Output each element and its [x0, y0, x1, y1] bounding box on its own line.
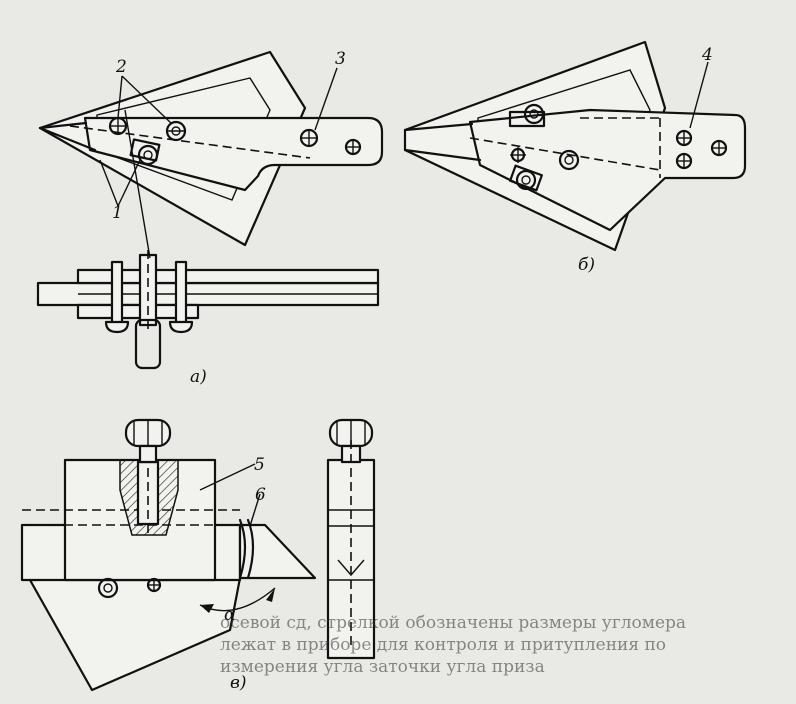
hole-icon — [710, 139, 728, 157]
clamp-screw-icon — [508, 103, 546, 128]
hole-icon — [675, 129, 693, 147]
hole-icon — [344, 138, 362, 156]
angle-alpha-label: α — [224, 605, 236, 625]
view-a-elevation — [36, 109, 380, 370]
view-v-side — [326, 418, 376, 660]
hole-icon — [675, 152, 693, 170]
clamp-screw-icon — [129, 138, 161, 166]
callout-6: 6 — [255, 485, 266, 505]
screw-icon — [558, 149, 580, 171]
view-a-label: а) — [190, 367, 207, 387]
clamp-screw-icon — [509, 164, 543, 192]
view-v-label: в) — [230, 673, 247, 693]
screw-icon — [146, 577, 162, 593]
cutter-blade-outline — [28, 576, 242, 692]
callout-2: 2 — [115, 57, 127, 77]
bleed-line-2: лежат в приборе для контроля и притуплен… — [220, 635, 667, 655]
view-a-plan — [38, 50, 384, 247]
screw-icon — [510, 147, 526, 163]
screw-icon — [108, 116, 128, 136]
bleed-through-text: осевой сд, стрелкой обозначены размеры у… — [220, 612, 796, 678]
callout-5: 5 — [254, 455, 265, 475]
hole-icon — [299, 128, 319, 148]
view-b-label: б) — [578, 255, 595, 275]
screw-icon — [165, 120, 187, 142]
view-b-plan — [403, 40, 747, 252]
view-v-front — [20, 418, 317, 692]
callout-1: 1 — [112, 203, 123, 223]
callout-4: 4 — [701, 45, 713, 65]
gauge-bar — [83, 116, 384, 192]
bleed-line-1: осевой сд, стрелкой обозначены размеры у… — [220, 613, 687, 633]
screw-icon — [97, 577, 119, 599]
bleed-line-3: измерения угла заточки угла приза — [220, 657, 545, 677]
callout-3: 3 — [335, 49, 346, 69]
